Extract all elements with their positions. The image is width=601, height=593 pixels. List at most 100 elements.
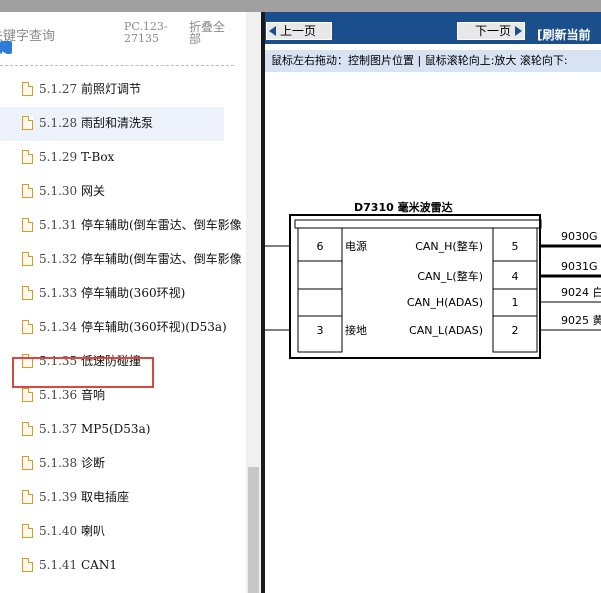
arrow-right-icon: [515, 25, 522, 36]
tree-item-number: 5.1.31: [39, 218, 78, 232]
next-page-button[interactable]: 下一页: [457, 22, 525, 40]
signal-label: CAN_H(ADAS): [407, 296, 483, 309]
next-page-label: 下一页: [474, 24, 511, 38]
tree-item-title: 雨刮和清洗泵: [81, 116, 154, 130]
tree-item[interactable]: 5.1.39 取电插座: [0, 481, 224, 515]
tree-item-label: 5.1.31 停车辅助(倒车雷达、倒车影像: [39, 218, 242, 233]
tree-item[interactable]: 5.1.30 网关: [0, 175, 224, 209]
tree-item[interactable]: 5.1.27 前照灯调节: [0, 73, 224, 107]
right-pins: CAN_H(整车)59030GCAN_L(整车)49031GCAN_H(ADAS…: [407, 230, 601, 337]
tree-item[interactable]: 5.1.34 停车辅助(360环视)(D53a): [0, 311, 227, 345]
tree-item[interactable]: 5.1.31 停车辅助(倒车雷达、倒车影像: [0, 209, 242, 243]
sidebar-toolbar: 关键字查询 ▸ PC.123- 27135 折叠全 部: [0, 12, 246, 68]
tree-item-title: 诊断: [81, 456, 106, 470]
document-icon: [22, 116, 33, 130]
pc-code-label: PC.123- 27135: [124, 20, 168, 45]
tree-item[interactable]: 5.1.28 雨刮和清洗泵: [0, 107, 224, 141]
prev-page-button[interactable]: 上一页: [266, 22, 332, 40]
tree-item-title: 停车辅助(倒车雷达、倒车影像: [81, 218, 242, 232]
tree-item-number: 5.1.30: [39, 184, 78, 198]
tree-item-label: 5.1.40 喇叭: [39, 524, 105, 539]
document-icon: [22, 524, 33, 538]
tree-item-label: 5.1.32 停车辅助(倒车雷达、倒车影像: [39, 252, 242, 267]
tree-item-number: 5.1.39: [39, 490, 78, 504]
left-pin-block: [297, 227, 343, 353]
left-pins: 6 电源 3 接地: [298, 239, 367, 337]
diagram-viewer: 上一页 下一页 [刷新当前 鼠标左右拖动：控制图片位置 | 鼠标滚轮向上:放大 …: [265, 12, 601, 593]
document-icon: [22, 388, 33, 402]
document-icon: [22, 82, 33, 96]
highlight-box: [12, 357, 154, 388]
wire-code-label: 9025 黄: [561, 313, 601, 327]
tree-item-title: CAN1: [81, 558, 117, 572]
tree-item-number: 5.1.38: [39, 456, 78, 470]
tree-item-number: 5.1.27: [39, 82, 78, 96]
tree-item-number: 5.1.37: [39, 422, 78, 436]
tree-item-title: 取电插座: [81, 490, 130, 504]
wiring-diagram[interactable]: D7310 毫米波雷达 6 电源 3 接地 CAN_H(整车) 5 9030G CAN_L(…: [265, 72, 601, 593]
tree-item-title: MP5(D53a): [81, 422, 151, 436]
wire-code-label: 9031G: [561, 260, 598, 273]
component-outline: [289, 214, 541, 359]
tree-item[interactable]: 5.1.33 停车辅助(360环视): [0, 277, 224, 311]
document-icon: [22, 320, 33, 334]
tree-item-title: 停车辅助(360环视)(D53a): [81, 320, 227, 334]
document-icon: [22, 150, 33, 164]
document-icon: [22, 456, 33, 470]
keyword-search-link[interactable]: 关键字查询: [0, 29, 56, 44]
signal-label: CAN_L(ADAS): [409, 324, 483, 337]
tree-item[interactable]: 5.1.32 停车辅助(倒车雷达、倒车影像: [0, 243, 242, 277]
document-icon: [22, 422, 33, 436]
tree-item-number: 5.1.29: [39, 150, 78, 164]
tree-item-title: 停车辅助(360环视): [81, 286, 186, 300]
tree-item-label: 5.1.28 雨刮和清洗泵: [39, 116, 153, 131]
tree-item-number: 5.1.33: [39, 286, 78, 300]
left-pin-label: 接地: [345, 324, 367, 337]
right-pin-block: [492, 227, 538, 353]
sidebar-scrollbar[interactable]: [246, 12, 261, 593]
refresh-current-link[interactable]: [刷新当前: [537, 28, 591, 42]
tree-item-number: 5.1.32: [39, 252, 78, 266]
tree-item-label: 5.1.39 取电插座: [39, 490, 129, 505]
left-pin-number: 6: [317, 240, 324, 253]
right-pin-number: 5: [512, 240, 519, 253]
right-pin-number: 2: [512, 324, 519, 337]
signal-label: CAN_L(整车): [417, 269, 483, 283]
tree-item-title: 音响: [81, 388, 106, 402]
left-pin-number: 3: [317, 324, 324, 337]
tree-item-label: 5.1.41 CAN1: [39, 558, 117, 573]
search-toggle-icon[interactable]: ▸: [0, 41, 12, 59]
tree-item-label: 5.1.29 T-Box: [39, 150, 114, 165]
tree-item-title: T-Box: [81, 150, 115, 164]
document-icon: [22, 286, 33, 300]
toolbar-divider: [0, 65, 234, 66]
tree-item-title: 网关: [81, 184, 106, 198]
tree-item[interactable]: 5.1.29 T-Box: [0, 141, 224, 175]
collapse-all-link[interactable]: 折叠全 部: [189, 20, 226, 46]
tree-item[interactable]: 5.1.37 MP5(D53a): [0, 413, 224, 447]
tree-item-label: 5.1.34 停车辅助(360环视)(D53a): [39, 320, 227, 335]
window-top-strip: [0, 0, 601, 12]
tree-item-label: 5.1.30 网关: [39, 184, 105, 199]
usage-hint-bar: 鼠标左右拖动：控制图片位置 | 鼠标滚轮向上:放大 滚轮向下:: [265, 50, 601, 72]
tree-item-title: 前照灯调节: [81, 82, 142, 96]
tree-item-number: 5.1.34: [39, 320, 78, 334]
scrollbar-thumb[interactable]: [248, 467, 259, 593]
tree-item-label: 5.1.27 前照灯调节: [39, 82, 141, 97]
tree-item-title: 喇叭: [81, 524, 106, 538]
left-pin-label: 电源: [345, 239, 367, 253]
viewer-nav-bar: 上一页 下一页 [刷新当前: [265, 12, 601, 44]
tree-item-label: 5.1.33 停车辅助(360环视): [39, 286, 185, 301]
sidebar-panel: 关键字查询 ▸ PC.123- 27135 折叠全 部 5.1.27 前照灯调节…: [0, 12, 246, 593]
tree-item[interactable]: 5.1.38 诊断: [0, 447, 224, 481]
panel-splitter[interactable]: [261, 12, 265, 593]
component-title: D7310 毫米波雷达: [354, 200, 453, 214]
tree-item[interactable]: 5.1.41 CAN1: [0, 549, 224, 583]
tree-item[interactable]: 5.1.36 音响: [0, 379, 224, 413]
tree-item[interactable]: 5.1.40 喇叭: [0, 515, 224, 549]
wire-code-label: 9030G: [561, 230, 598, 243]
tree-item-label: 5.1.37 MP5(D53a): [39, 422, 150, 437]
signal-label: CAN_H(整车): [415, 239, 483, 253]
tree-item-number: 5.1.40: [39, 524, 78, 538]
document-icon: [22, 252, 33, 266]
